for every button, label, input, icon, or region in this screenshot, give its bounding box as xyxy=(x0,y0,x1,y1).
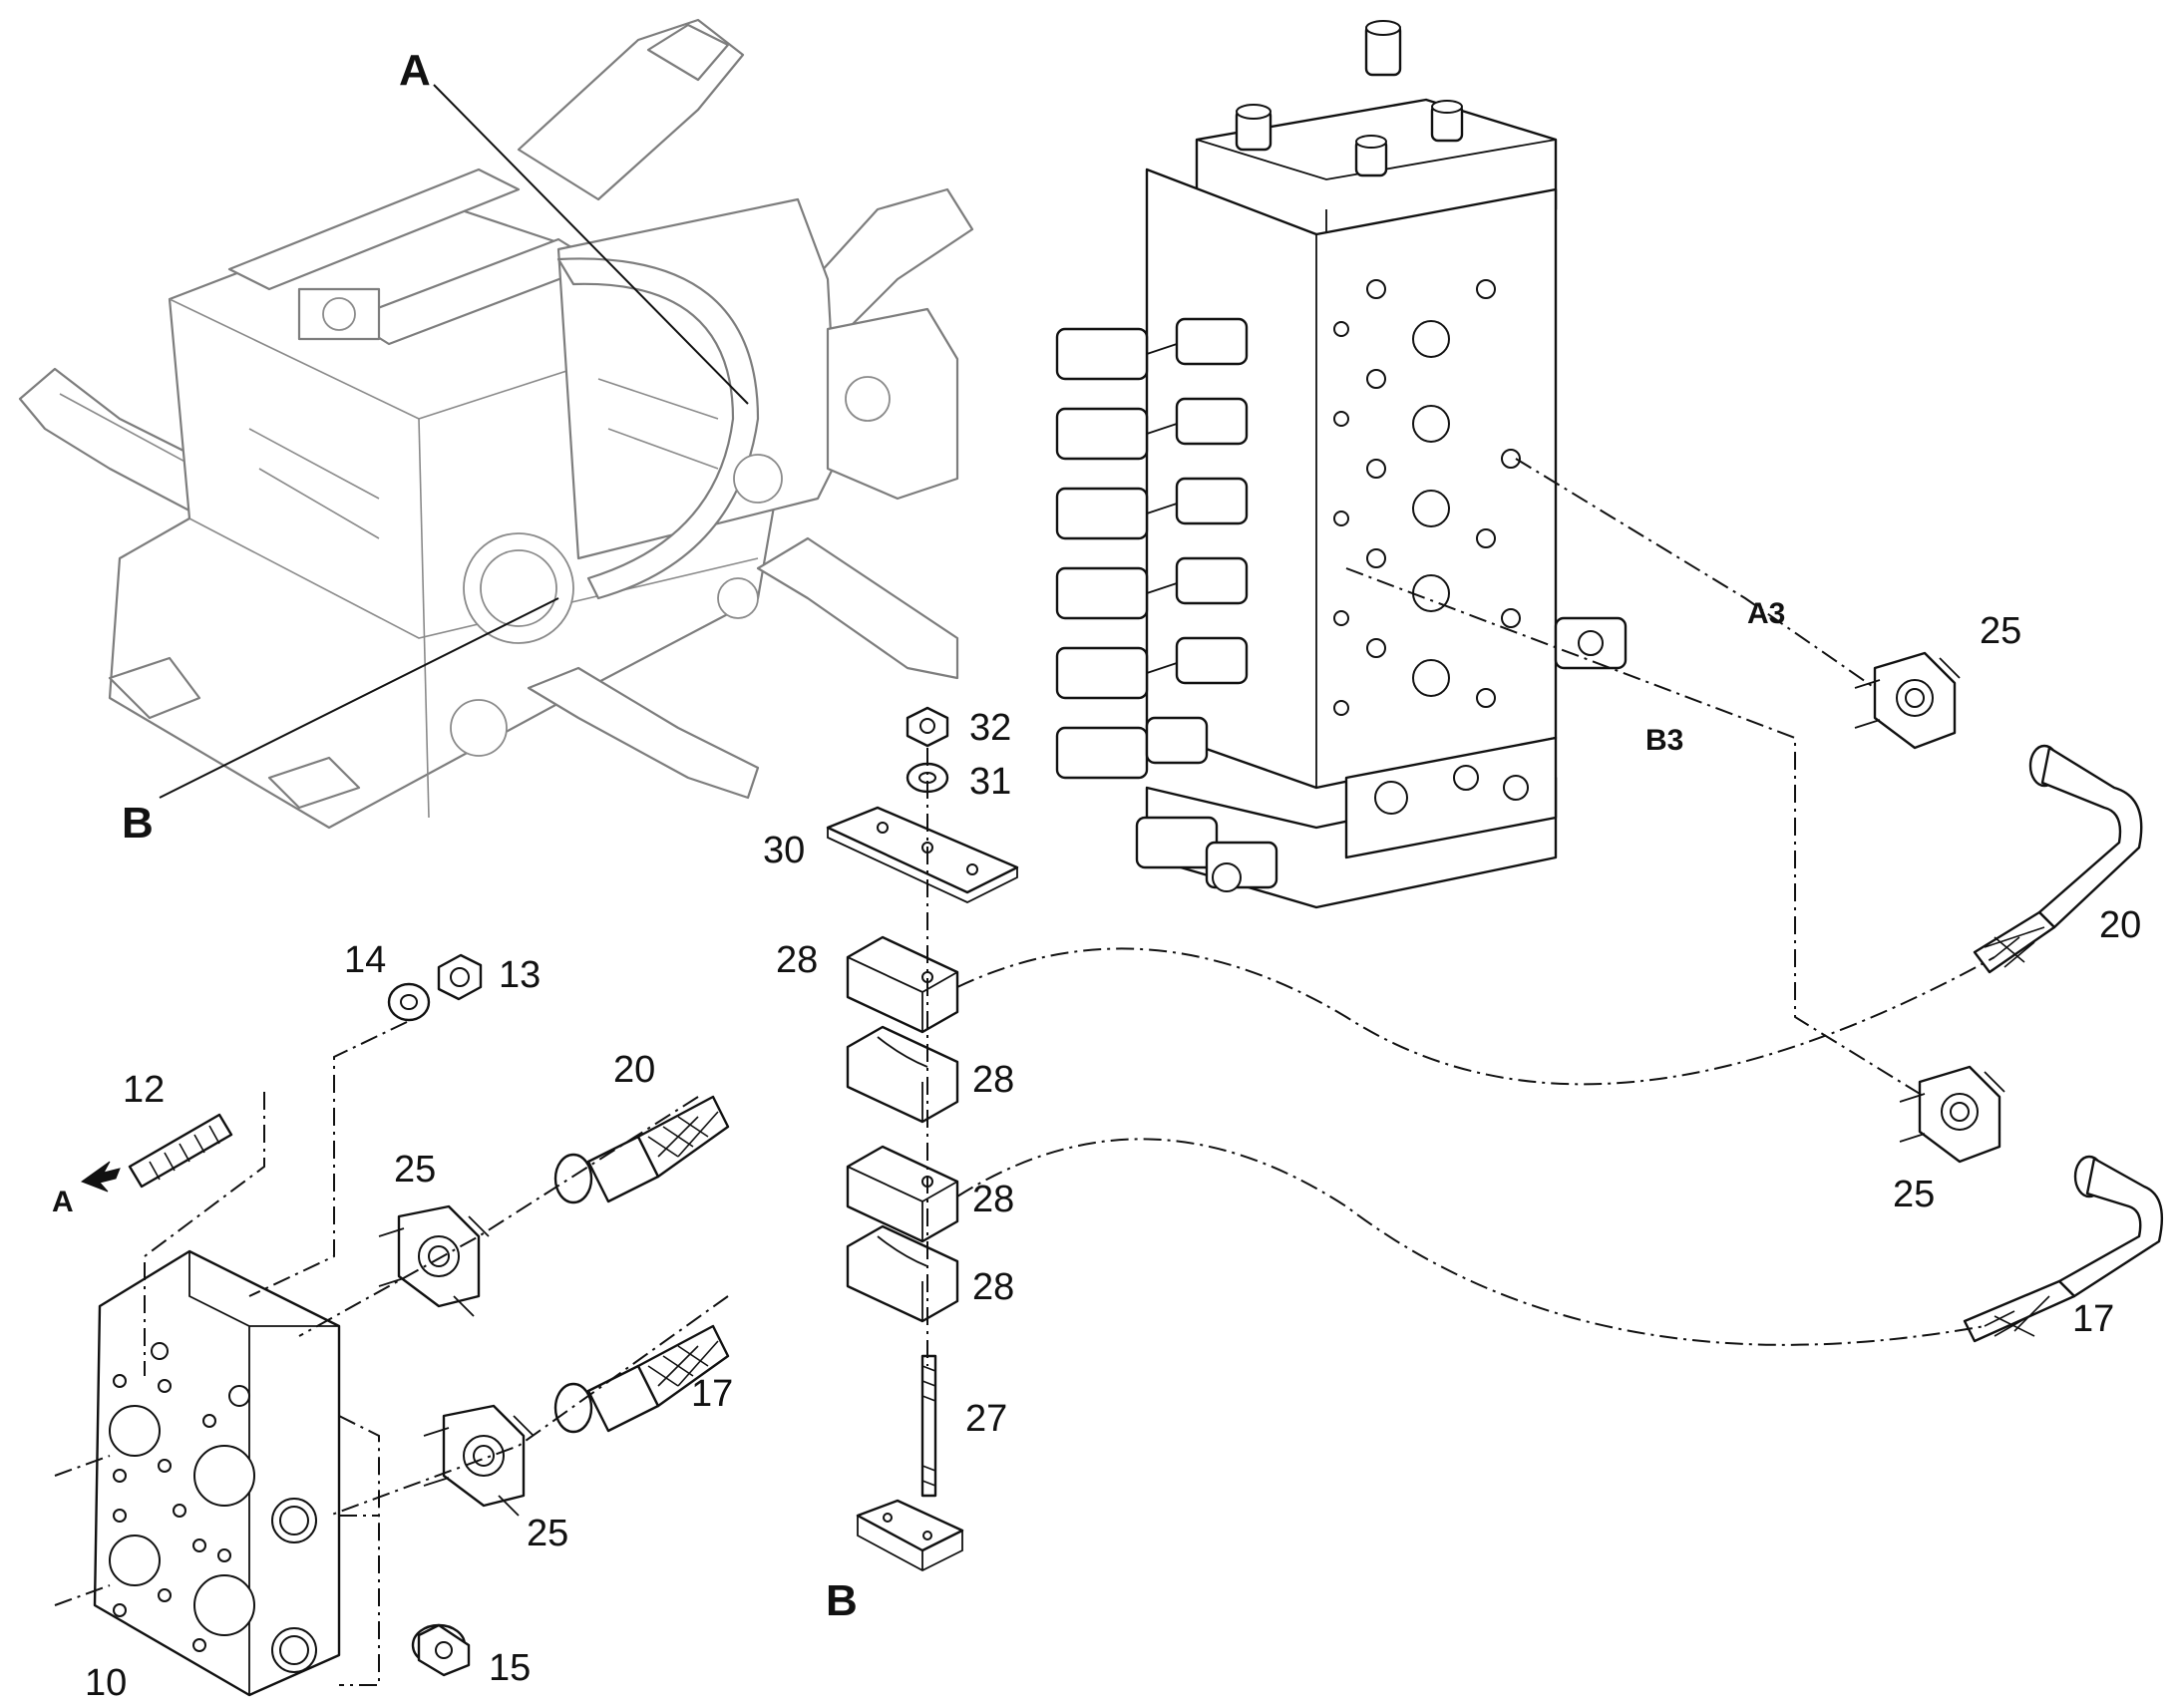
callout-27: 27 xyxy=(965,1398,1007,1440)
arrow-a-icon xyxy=(80,1161,121,1193)
clamp-stack-b xyxy=(826,706,1019,1572)
hose-end-17-left xyxy=(553,1324,730,1434)
callout-28-b: 28 xyxy=(972,1059,1014,1101)
pipe-17-right xyxy=(1963,1155,2163,1343)
ref-a3: A3 xyxy=(1747,597,1785,630)
callout-32: 32 xyxy=(969,707,1011,749)
control-valve-block xyxy=(1055,20,1628,909)
callout-25-top-right: 25 xyxy=(1980,610,2021,652)
callout-31: 31 xyxy=(969,761,1011,803)
callout-30: 30 xyxy=(763,830,805,871)
valve-spool-fittings xyxy=(1055,317,1249,780)
callout-17-right: 17 xyxy=(2072,1298,2114,1340)
plug-15 xyxy=(411,1623,471,1677)
ref-a-top: A xyxy=(399,46,431,95)
callout-20-left: 20 xyxy=(613,1049,655,1091)
ref-b3: B3 xyxy=(1645,724,1683,757)
callout-10: 10 xyxy=(85,1662,127,1704)
flange-25-upper-left xyxy=(378,1204,490,1317)
callout-28-a: 28 xyxy=(776,939,818,981)
ref-a-arrow: A xyxy=(52,1186,74,1218)
washer-14 xyxy=(387,982,431,1022)
callout-25-bottom-right: 25 xyxy=(1893,1174,1935,1215)
callout-28-c: 28 xyxy=(972,1179,1014,1220)
ref-b-bottom: B xyxy=(826,1576,858,1625)
flange-25-lower-right xyxy=(1899,1065,2005,1164)
callout-15: 15 xyxy=(489,1647,531,1689)
callout-28-d: 28 xyxy=(972,1266,1014,1308)
machine-frame xyxy=(18,18,974,830)
flange-25-upper-right xyxy=(1854,651,1961,750)
valve-section-10 xyxy=(93,1249,341,1697)
callout-25-bottom-left: 25 xyxy=(527,1513,568,1554)
callout-17-left: 17 xyxy=(691,1373,733,1415)
callout-20-right: 20 xyxy=(2099,904,2141,946)
nut-13 xyxy=(437,953,483,1001)
callout-14: 14 xyxy=(344,939,386,981)
stud-12 xyxy=(128,1113,233,1189)
callout-25-top-left: 25 xyxy=(394,1149,436,1191)
callout-13: 13 xyxy=(499,954,541,996)
reference-letters: A B A B A3 B3 xyxy=(52,46,1785,1625)
callouts: 10 12 13 14 15 17 17 20 20 25 25 25 25 2… xyxy=(85,610,2141,1704)
leader-lines xyxy=(54,84,1996,1686)
ref-b-left: B xyxy=(122,799,154,848)
hose-end-20-left xyxy=(553,1095,730,1204)
callout-12: 12 xyxy=(123,1069,165,1111)
